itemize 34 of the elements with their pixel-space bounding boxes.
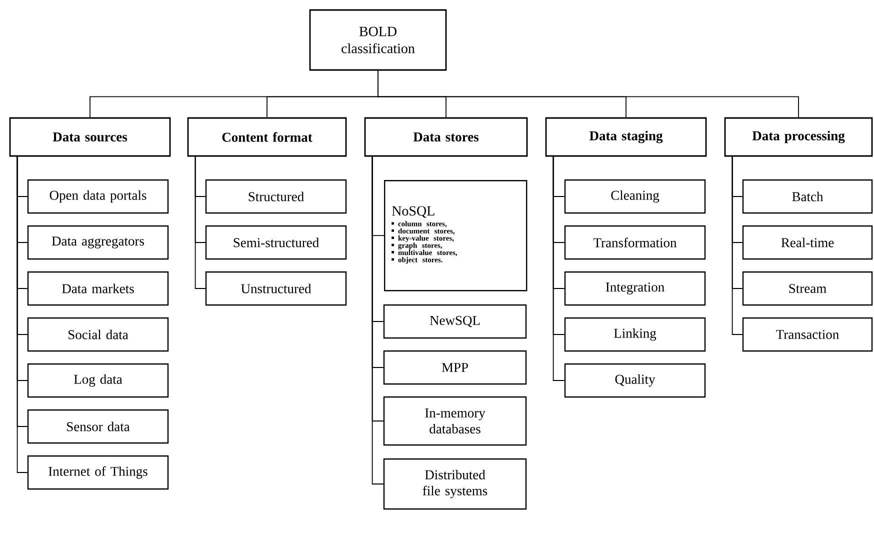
item-box: Real-time: [742, 225, 873, 260]
category-box: Data processing: [724, 117, 873, 157]
connector-line: [194, 156, 206, 289]
item-box: Transformation: [564, 225, 706, 260]
item-box: Integration: [564, 271, 706, 306]
category-box: Data stores: [364, 117, 528, 157]
item-box: Data aggregators: [27, 225, 169, 260]
item-box: NewSQL: [383, 304, 527, 339]
item-box: Semi-structured: [205, 225, 347, 260]
item-box: Internet of Things: [27, 455, 169, 490]
connector-line: [378, 70, 799, 118]
category-box: Data staging: [545, 117, 707, 157]
item-box: Distributed file systems: [383, 458, 527, 510]
item-box: In-memory databases: [383, 396, 527, 446]
item-box: Quality: [564, 363, 706, 398]
category-box: Data sources: [9, 117, 171, 157]
root-box: BOLD classification: [309, 9, 447, 71]
item-box: MPP: [383, 350, 527, 385]
item-box: Transaction: [742, 317, 873, 352]
connector-line: [372, 156, 384, 484]
item-box: Data markets: [27, 271, 169, 306]
item-box: Sensor data: [27, 409, 169, 444]
item-box: Structured: [205, 179, 347, 214]
category-box: Content format: [187, 117, 347, 157]
item-box: Batch: [742, 179, 873, 214]
item-box: Log data: [27, 363, 169, 398]
item-box: Cleaning: [564, 179, 706, 214]
item-box: Linking: [564, 317, 706, 352]
item-box: Stream: [742, 271, 873, 306]
connector-line: [732, 156, 743, 335]
item-box: Unstructured: [205, 271, 347, 306]
connector-line: [552, 156, 565, 381]
item-box: Social data: [27, 317, 169, 352]
item-box: Open data portals: [27, 179, 169, 214]
